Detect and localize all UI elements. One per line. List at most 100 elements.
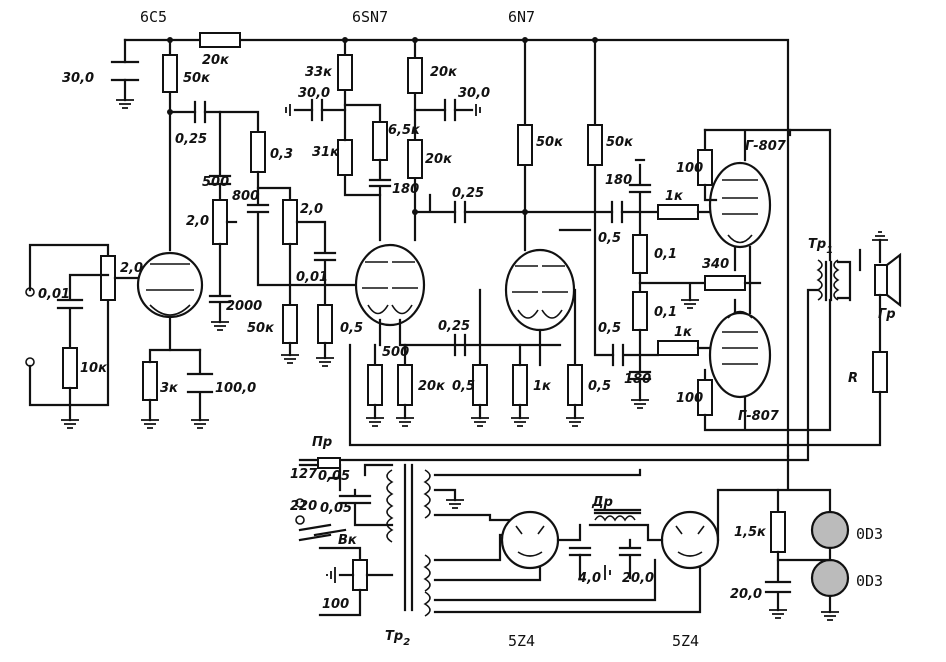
label-c-0-25-mid: 0,25 (452, 186, 484, 201)
label-r-1k-cath: 1к (533, 379, 552, 394)
label-r-20k-sn7b: 20к (425, 152, 453, 167)
label-r-0-5-grid: 0,5 (340, 321, 363, 336)
label-c-500: 500 (202, 175, 229, 190)
label-c-coupling-1: 0,25 (175, 132, 207, 147)
label-pot-2-0-b: 2,0 (300, 202, 323, 217)
resistor-50k-6n7-b (587, 124, 603, 166)
regulator-0d3-b (810, 558, 850, 598)
rectifier-5z4-a (500, 510, 560, 570)
label-r-0-3: 0,3 (270, 147, 293, 162)
label-r-1k-bot: 1к (674, 325, 693, 340)
resistor-50k-6n7-a (517, 124, 533, 166)
label-mains-220: 220 (290, 499, 317, 514)
label-r-50k-6n7-b: 50к (606, 135, 634, 150)
label-fuse: Пр (312, 435, 332, 450)
label-c-0-25-low: 0,25 (438, 319, 470, 334)
resistor-33k (337, 54, 353, 91)
output-stage (298, 128, 902, 462)
tube-label-6sn7: 6SN7 (352, 8, 388, 26)
stage-6sn7 (285, 38, 562, 427)
pot-100 (352, 559, 368, 591)
label-c-0-5-bot: 0,5 (598, 321, 621, 336)
label-tube-807-bottom: Г-807 (738, 409, 780, 424)
label-r-1-5k: 1,5к (734, 525, 767, 540)
label-c-4: 4,0 (577, 571, 601, 586)
label-r-0-1-top: 0,1 (654, 247, 677, 262)
label-r-0-1-bot: 0,1 (654, 305, 677, 320)
label-c-20-filter: 20,0 (622, 571, 654, 586)
tube-label-6n7: 6N7 (508, 8, 535, 26)
resistor-3k (142, 361, 158, 401)
power-supply (295, 454, 850, 621)
label-tr2: Тр2 (385, 629, 410, 648)
stage-6n7 (504, 38, 762, 427)
resistor-r-load (872, 351, 888, 393)
label-r-340: 340 (702, 257, 729, 272)
resistor-20k-6sn7-bot (407, 139, 423, 179)
tube-6n7 (504, 248, 576, 332)
tube-807-bottom (708, 311, 772, 399)
resistor-500-cath (367, 364, 383, 406)
label-c-0-05: 0,05 (318, 469, 350, 484)
label-r-6c5-plate: 50к (183, 71, 211, 86)
label-tr1: Тр1 (808, 237, 833, 256)
label-r-33k: 33к (305, 65, 333, 80)
tube-label-5z4-a: 5Z4 (508, 632, 535, 650)
label-speaker: Гр (878, 307, 896, 322)
tube-6sn7 (354, 243, 426, 327)
label-c-30-left: 30,0 (298, 86, 330, 101)
resistor-1k-cath (512, 364, 528, 406)
resistor-20k-cath (397, 364, 413, 406)
label-pot-input: 2,0 (120, 261, 143, 276)
resistor-20k-bus (199, 32, 241, 48)
label-c-0-01-tone: 0,01 (296, 270, 328, 285)
tube-label-6c5: 6C5 (140, 8, 167, 26)
label-r-0-5-c: 0,5 (588, 379, 611, 394)
resistor-1k-top (657, 204, 699, 220)
resistor-50k-low (282, 304, 298, 344)
b-plus-bus (110, 32, 790, 458)
label-r-1k-top: 1к (665, 189, 684, 204)
label-r-20k-sn7: 20к (430, 65, 458, 80)
label-c-100: 100,0 (215, 381, 256, 396)
label-c-0-01-input: 0,01 (38, 287, 70, 302)
label-c-180-top: 180 (605, 173, 632, 188)
label-c-20-out: 20,0 (730, 587, 762, 602)
resistor-0-5-c (567, 364, 583, 406)
label-choke: Др (591, 495, 613, 510)
label-c-30-right: 30,0 (458, 86, 490, 101)
label-r-load: R (848, 371, 858, 386)
label-c-0-05b: 0,05 (320, 501, 352, 516)
resistor-1-5k (770, 511, 786, 553)
resistor-0-1-top (632, 234, 648, 274)
label-c-180-bot: 180 (624, 372, 651, 387)
label-mains-127: 127 (290, 467, 318, 482)
label-r-10k: 10к (80, 361, 108, 376)
label-r-0-5-b: 0,5 (452, 379, 475, 394)
resistor-340 (704, 275, 746, 291)
tube-6c5 (136, 251, 204, 319)
resistor-50k-6c5-plate (162, 54, 178, 93)
label-r-31k: 31к (312, 145, 340, 160)
label-c-2000: 2000 (226, 299, 262, 314)
component-labels: 30,0 20к 50к 0,25 0,3 500 800 2,0 2,0 20… (38, 53, 896, 648)
resistor-0-3 (250, 131, 266, 173)
tube-807-top (708, 161, 772, 249)
label-r-100-top: 100 (676, 161, 703, 176)
label-c-800: 800 (232, 189, 259, 204)
resistor-0-5-grid (317, 304, 333, 344)
resistor-20k-6sn7-top (407, 57, 423, 94)
resistor-31k (337, 139, 353, 176)
resistor-0-5-b (472, 364, 488, 406)
label-switch: Вк (338, 533, 358, 548)
label-r-500-cath: 500 (382, 345, 409, 360)
label-r-6-5k: 6,5к (388, 123, 421, 138)
tube-label-5z4-b: 5Z4 (672, 632, 699, 650)
resistor-6-5k (372, 121, 388, 161)
rectifier-5z4-b (660, 510, 720, 570)
fuse (317, 457, 341, 469)
label-c-180-mid: 180 (392, 182, 419, 197)
label-r-50k-low: 50к (247, 321, 275, 336)
resistor-0-1-bot (632, 291, 648, 331)
